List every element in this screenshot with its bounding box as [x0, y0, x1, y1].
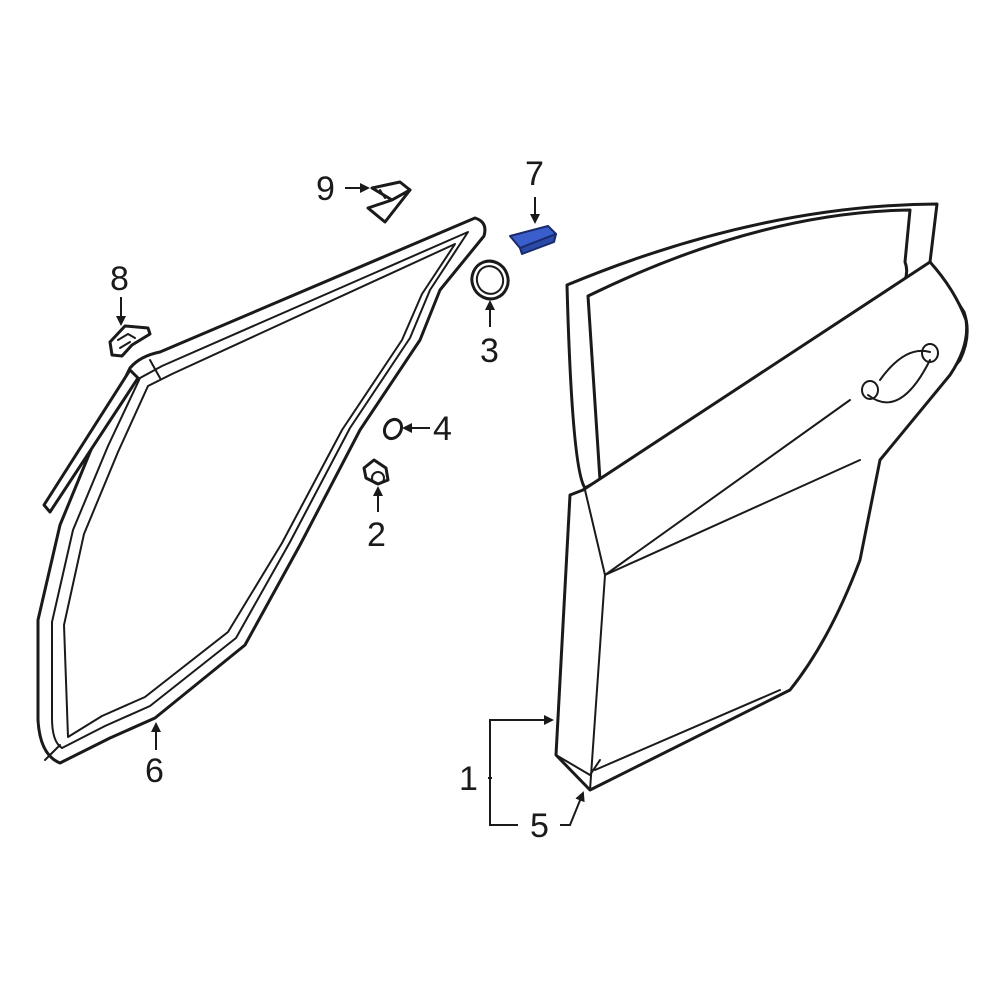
grommet — [470, 259, 510, 301]
callout-4: 4 — [433, 410, 452, 448]
weatherstrip — [36, 216, 487, 765]
callout-3: 3 — [480, 332, 499, 370]
highlighted-clip — [509, 225, 557, 255]
leader-lines — [116, 183, 585, 826]
callout-6: 6 — [145, 752, 164, 790]
callout-labels: 9 7 8 3 4 2 6 1 5 — [110, 155, 549, 845]
door-shell — [554, 202, 969, 792]
callout-2: 2 — [367, 516, 386, 554]
callout-7: 7 — [525, 155, 544, 193]
bracket — [108, 324, 152, 358]
callout-8: 8 — [110, 260, 129, 298]
callout-9: 9 — [316, 170, 335, 208]
callout-5: 5 — [530, 807, 549, 845]
corner-piece — [366, 180, 412, 224]
callout-1: 1 — [459, 760, 478, 798]
bumper-cushion — [362, 458, 390, 486]
o-ring — [382, 417, 404, 441]
